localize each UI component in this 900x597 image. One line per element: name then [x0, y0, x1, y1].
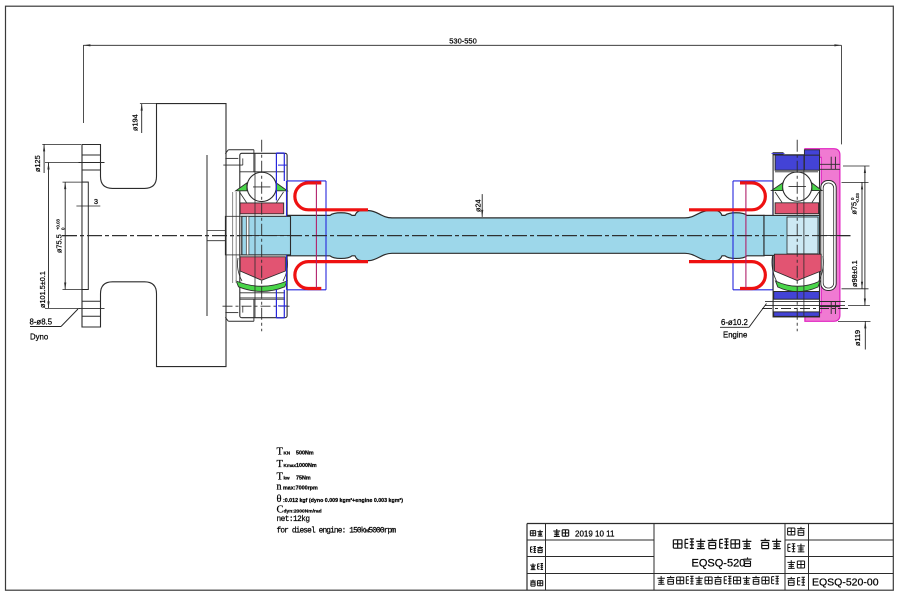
svg-text:ø101.5±0.1: ø101.5±0.1	[38, 271, 47, 308]
svg-text:8-ø8.5: 8-ø8.5	[30, 318, 53, 327]
svg-text:KN: KN	[284, 451, 291, 456]
svg-text:T: T	[277, 459, 284, 470]
svg-text:n: n	[277, 482, 282, 493]
svg-text:T: T	[277, 447, 284, 458]
svg-text:ø75: ø75	[850, 202, 859, 215]
svg-text:EQSQ-520-00: EQSQ-520-00	[812, 577, 879, 589]
svg-text:Engine: Engine	[723, 330, 747, 339]
svg-text:ø119: ø119	[853, 330, 862, 346]
svg-text:ø194: ø194	[131, 114, 140, 131]
svg-text:EQSQ-520: EQSQ-520	[692, 558, 746, 570]
svg-text:530-550: 530-550	[449, 37, 477, 46]
svg-text:Kmax: Kmax	[284, 463, 297, 468]
svg-text:dyn:2000Nm/rad: dyn:2000Nm/rad	[284, 509, 322, 515]
svg-text:-0.03: -0.03	[855, 193, 860, 203]
svg-text:net:12kg: net:12kg	[277, 516, 311, 524]
svg-text:1000Nm: 1000Nm	[296, 463, 317, 469]
svg-text:max:7000rpm: max:7000rpm	[283, 486, 318, 492]
svg-text:C: C	[277, 505, 284, 516]
svg-text:6-ø10.2: 6-ø10.2	[721, 318, 748, 327]
svg-text:500Nm: 500Nm	[296, 451, 314, 457]
svg-text:75Nm: 75Nm	[296, 476, 311, 482]
svg-text:2019 10 11: 2019 10 11	[575, 530, 615, 539]
svg-text:θ: θ	[277, 494, 282, 505]
svg-text:ø75.5: ø75.5	[55, 234, 64, 253]
svg-text:ø125: ø125	[33, 155, 42, 172]
svg-text:ø98±0.1: ø98±0.1	[850, 260, 859, 287]
svg-text:kw: kw	[284, 476, 291, 481]
svg-text:+0.03: +0.03	[56, 219, 61, 230]
svg-text:ø24: ø24	[474, 199, 483, 212]
svg-text:0: 0	[850, 197, 855, 200]
svg-text:0: 0	[61, 227, 66, 230]
svg-text:for diesel engine: 150kw5000rp: for diesel engine: 150kw5000rpm	[277, 527, 397, 535]
svg-text::0.012 kgf (dyno 0.009 kgm²+e: :0.012 kgf (dyno 0.009 kgm²+engine 0.003…	[283, 498, 403, 504]
svg-text:Dyno: Dyno	[30, 333, 49, 342]
svg-text:T: T	[277, 472, 284, 483]
svg-text:3: 3	[94, 197, 98, 206]
